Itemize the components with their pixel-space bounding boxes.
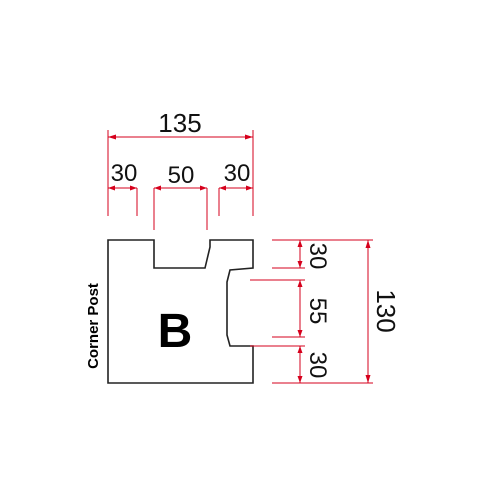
- arrowhead: [297, 376, 303, 383]
- left-segment-label: 30: [111, 160, 138, 187]
- middle-segment-label: 50: [168, 162, 195, 189]
- part-outline: [107, 239, 254, 384]
- right-arrowheads: [297, 240, 371, 383]
- top-arrowheads: [108, 134, 253, 191]
- arrowhead: [108, 134, 116, 140]
- arrowhead: [297, 280, 303, 287]
- arrowhead: [365, 375, 371, 383]
- arrowhead: [246, 185, 253, 191]
- part-letter: B: [158, 305, 193, 358]
- overall-height-label: 130: [371, 289, 401, 332]
- arrowhead: [108, 185, 115, 191]
- arrowhead: [219, 185, 226, 191]
- right-segment-label: 30: [224, 160, 251, 187]
- arrowhead: [297, 330, 303, 337]
- arrowhead: [245, 134, 253, 140]
- top-segment-label: 30: [304, 243, 331, 270]
- arrowhead: [365, 240, 371, 248]
- arrowhead: [297, 240, 303, 247]
- part-name: Corner Post: [85, 283, 102, 369]
- overall-width-label: 135: [158, 108, 201, 138]
- arrowhead: [130, 185, 137, 191]
- arrowhead: [200, 185, 207, 191]
- bottom-segment-label: 30: [304, 352, 331, 379]
- arrowhead: [297, 261, 303, 268]
- arrowhead: [297, 346, 303, 353]
- arrowhead: [154, 185, 161, 191]
- center-segment-label: 55: [304, 298, 331, 325]
